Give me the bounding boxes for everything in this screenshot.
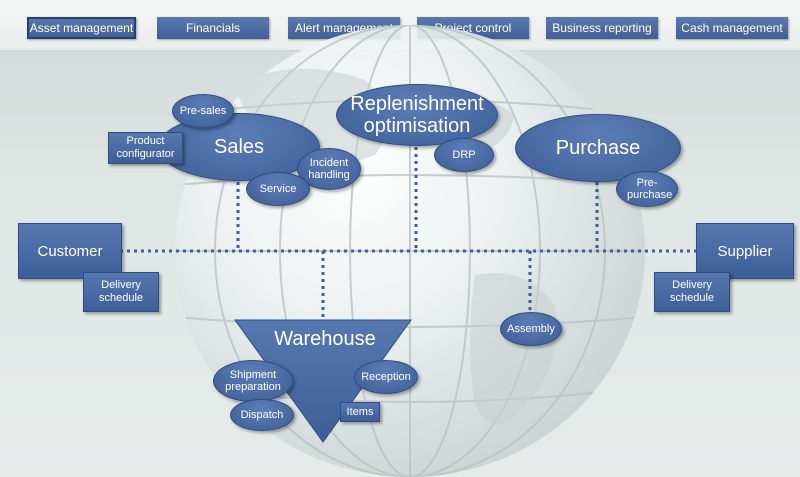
pre-purchase-label: Pre-purchase (627, 176, 673, 201)
pre-sales-node[interactable]: Pre-sales (172, 94, 234, 128)
shipment-preparation-label: Shipment preparation (225, 368, 281, 393)
tab-cash-management[interactable]: Cash management (676, 17, 788, 39)
pre-purchase-node[interactable]: Pre-purchase (616, 171, 678, 207)
drp-node[interactable]: DRP (434, 138, 494, 172)
reception-node[interactable]: Reception (354, 360, 418, 394)
incident-handling-label: Incident handling (308, 156, 350, 181)
customer-delivery-schedule-label: Delivery schedule (98, 279, 144, 304)
tab-financials[interactable]: Financials (157, 17, 269, 39)
reception-label: Reception (361, 370, 411, 383)
customer-node[interactable]: Customer (18, 223, 122, 279)
product-configurator-node[interactable]: Product configurator (108, 132, 183, 164)
replenishment-label: Replenishment optimisation (350, 93, 484, 137)
tab-business-reporting[interactable]: Business reporting (546, 17, 658, 39)
service-node[interactable]: Service (246, 172, 310, 206)
drp-label: DRP (452, 148, 476, 161)
supplier-node[interactable]: Supplier (696, 223, 794, 279)
customer-delivery-schedule-node[interactable]: Delivery schedule (83, 272, 159, 312)
replenishment-node[interactable]: Replenishment optimisation (336, 84, 498, 146)
supplier-delivery-schedule-node[interactable]: Delivery schedule (654, 272, 730, 312)
top-tab-bar: Asset management Financials Alert manage… (0, 0, 800, 51)
assembly-label: Assembly (507, 322, 555, 335)
dispatch-label: Dispatch (240, 408, 284, 421)
customer-label: Customer (37, 242, 103, 260)
dispatch-node[interactable]: Dispatch (230, 399, 294, 431)
sales-label: Sales (213, 136, 265, 158)
product-configurator-label: Product configurator (116, 135, 175, 160)
supplier-label: Supplier (717, 242, 773, 260)
purchase-node[interactable]: Purchase (515, 114, 681, 182)
warehouse-label: Warehouse (274, 328, 376, 350)
purchase-label: Purchase (555, 137, 641, 159)
assembly-node[interactable]: Assembly (500, 312, 562, 346)
items-label: Items (346, 405, 374, 418)
supplier-delivery-schedule-label: Delivery schedule (669, 279, 715, 304)
items-node[interactable]: Items (340, 402, 380, 422)
service-label: Service (259, 182, 297, 195)
tab-asset-management[interactable]: Asset management (27, 17, 136, 39)
pre-sales-label: Pre-sales (179, 104, 227, 117)
shipment-preparation-node[interactable]: Shipment preparation (213, 360, 293, 402)
